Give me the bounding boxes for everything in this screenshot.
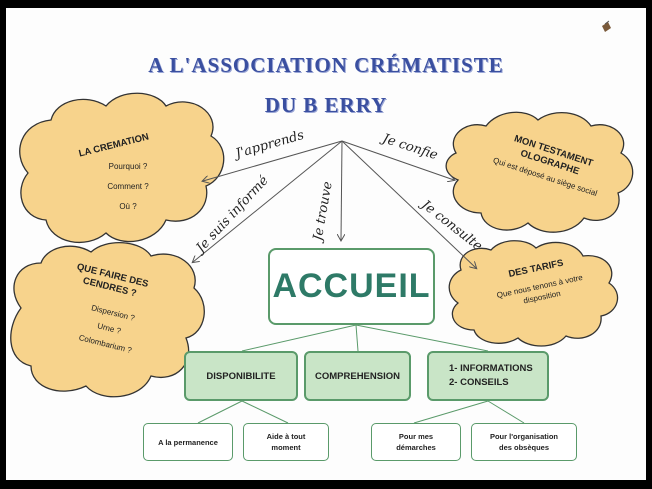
aide-line-1: Aide à tout — [266, 432, 306, 441]
cremation-q3: Où ? — [119, 202, 137, 211]
leaf-permanence: A la permanence — [143, 423, 233, 461]
demarches-line-1: Pour mes — [398, 432, 434, 441]
cremation-q2: Comment ? — [107, 182, 149, 191]
category-informations: 1- INFORMATIONS 2- CONSEILS — [427, 351, 549, 401]
title-line-1: A L'ASSOCIATION CRÉMATISTE — [148, 53, 504, 77]
leaf-demarches: Pour mes démarches — [371, 423, 461, 461]
permanence-label: A la permanence — [158, 437, 218, 447]
accueil-box: ACCUEIL — [268, 248, 435, 325]
cloud-tarifs — [448, 240, 619, 347]
cloud-testament — [445, 111, 634, 233]
obseques-line-1: Pour l'organisation — [489, 432, 559, 441]
comprehension-label: COMPREHENSION — [315, 370, 400, 382]
tree-connectors — [197, 324, 525, 424]
aide-line-2: moment — [271, 443, 301, 452]
category-disponibilite: DISPONIBILITE — [184, 351, 298, 401]
leaf-obseques: Pour l'organisation des obsèques — [471, 423, 577, 461]
obseques-line-2: des obsèques — [498, 443, 550, 452]
title-line-2: DU B ERRY — [264, 93, 388, 117]
demarches-line-2: démarches — [396, 443, 436, 452]
cloud-cremation — [19, 92, 225, 244]
conseils-label: 2- CONSEILS — [449, 377, 509, 388]
verb-arrows — [193, 140, 476, 268]
disponibilite-label: DISPONIBILITE — [206, 370, 276, 382]
informations-label: 1- INFORMATIONS — [449, 363, 533, 374]
cremation-lines: Pourquoi ? Comment ? Où ? — [88, 160, 168, 214]
logo-mark-icon — [602, 20, 611, 32]
cloud-cendres — [10, 241, 205, 398]
diagram-graphics — [10, 20, 634, 424]
accueil-label: ACCUEIL — [272, 267, 431, 305]
poster-sheet: A L'ASSOCIATION CRÉMATISTE DU B ERRY — [6, 8, 646, 480]
cremation-q1: Pourquoi ? — [108, 162, 148, 171]
category-comprehension: COMPREHENSION — [304, 351, 411, 401]
leaf-aide: Aide à tout moment — [243, 423, 329, 461]
